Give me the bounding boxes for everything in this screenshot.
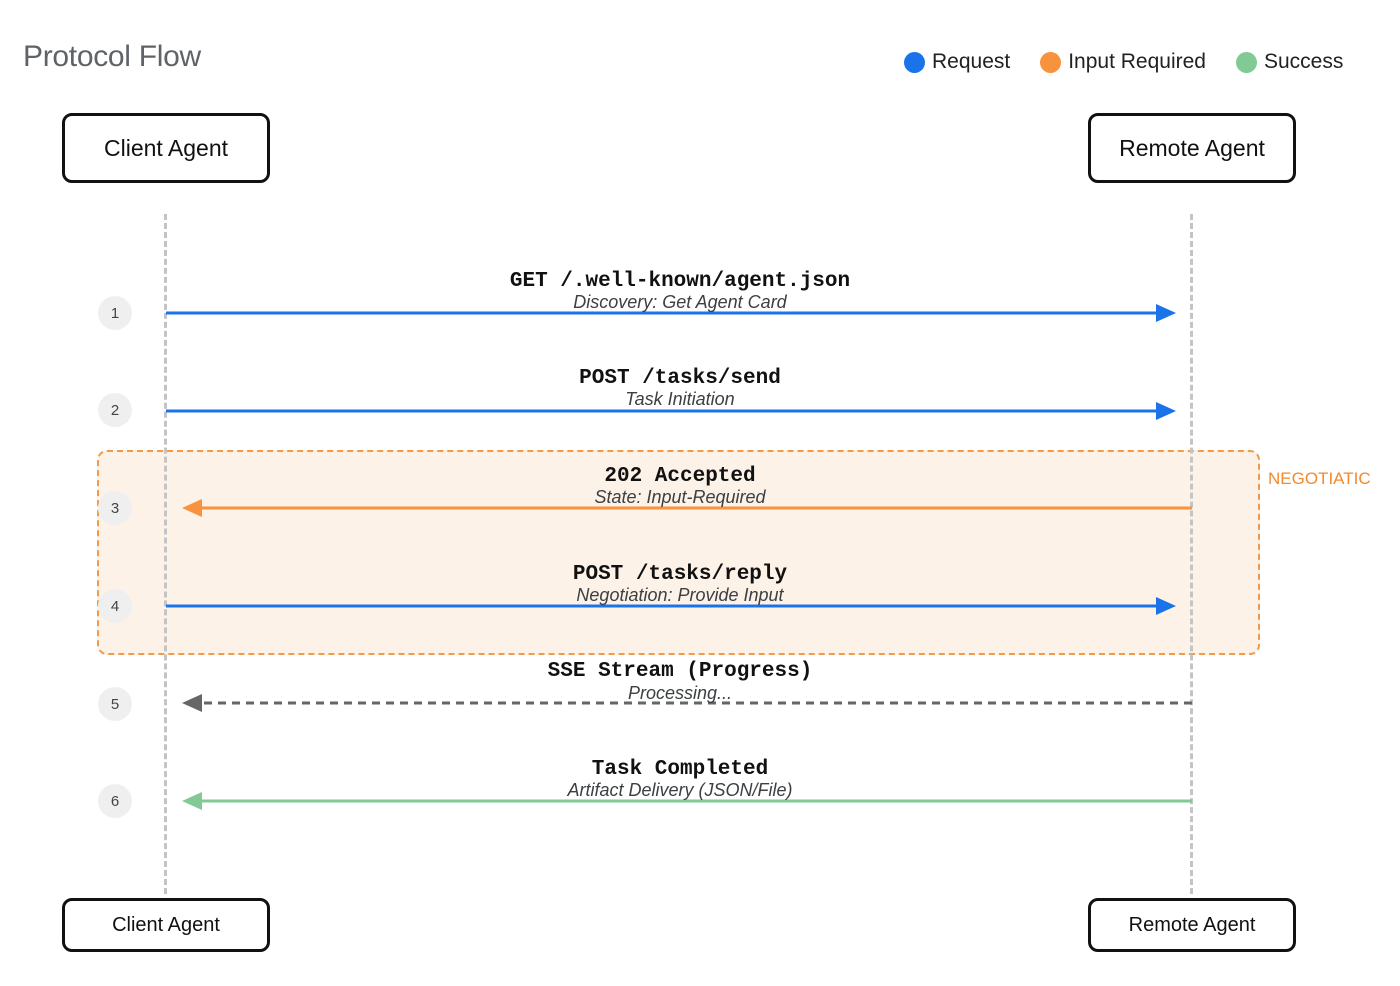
client-lifeline (164, 214, 167, 894)
remote-lifeline (1190, 214, 1193, 894)
message-arrowhead (1156, 597, 1176, 615)
client-agent-bottom: Client Agent (62, 898, 270, 952)
legend-label-input-required: Input Required (1068, 50, 1206, 73)
message-title: SSE Stream (Progress) (547, 660, 813, 683)
client-agent-top: Client Agent (62, 113, 270, 183)
message-title: POST /tasks/reply (572, 563, 788, 586)
message-title: Task Completed (591, 758, 769, 781)
message-subtitle: Task Initiation (625, 389, 735, 409)
legend-item-request: Request (904, 50, 1010, 74)
message-subtitle: Processing... (627, 683, 733, 703)
message-arrowhead (182, 792, 202, 810)
success-dot-icon (1235, 51, 1257, 73)
input-required-dot-icon (1040, 51, 1062, 73)
message-title: 202 Accepted (604, 465, 756, 488)
step-number: 6 (98, 784, 132, 818)
step-number: 5 (98, 687, 132, 721)
message-title: POST /tasks/send (579, 367, 781, 390)
message-arrowhead (182, 499, 202, 517)
step-number: 2 (98, 393, 132, 427)
diagram-title: Protocol Flow (23, 40, 201, 73)
step-number: 4 (98, 589, 132, 623)
negotiation-group-label: NEGOTIATIC (1268, 469, 1371, 488)
legend-item-success: Success (1235, 50, 1344, 74)
negotiation-group (97, 450, 1260, 655)
legend: Request Input Required Success (904, 48, 1343, 76)
message-subtitle: State: Input-Required (594, 487, 766, 507)
step-number: 1 (98, 296, 132, 330)
message-subtitle: Artifact Delivery (JSON/File) (567, 780, 793, 800)
message-subtitle: Negotiation: Provide Input (576, 585, 784, 605)
message-subtitle: Discovery: Get Agent Card (573, 292, 787, 312)
step-number: 3 (98, 491, 132, 525)
legend-item-input-required: Input Required (1040, 50, 1206, 74)
legend-label-request: Request (932, 50, 1011, 73)
message-title: GET /.well-known/agent.json (509, 270, 851, 293)
message-arrowhead (182, 694, 202, 712)
legend-label-success: Success (1263, 50, 1344, 73)
message-arrowhead (1156, 402, 1176, 420)
message-arrowhead (1156, 304, 1176, 322)
request-dot-icon (904, 51, 925, 73)
remote-agent-bottom: Remote Agent (1088, 898, 1296, 952)
remote-agent-top: Remote Agent (1088, 113, 1296, 183)
